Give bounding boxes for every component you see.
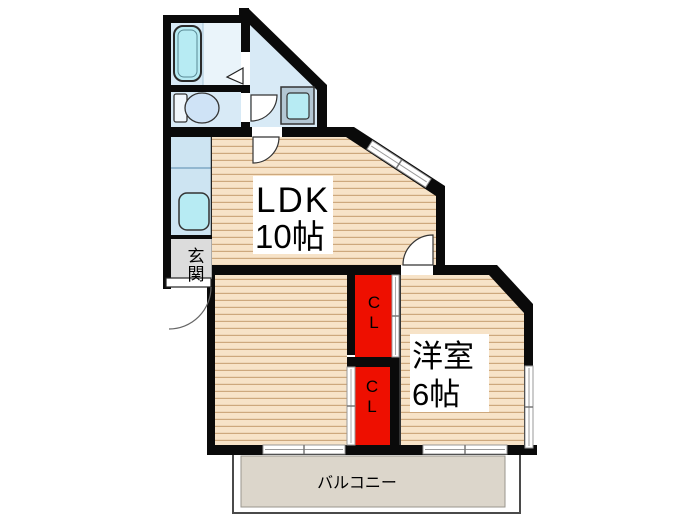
- kitchen-sink: [178, 192, 210, 231]
- opening-ldk-western: [401, 265, 433, 275]
- window-ldk-diagonal: [366, 140, 432, 188]
- wall-kitchen-entrance-divider: [171, 234, 212, 239]
- fixtures: [173, 25, 315, 231]
- wall-western-diagonal: [487, 265, 533, 314]
- entrance-door-swing: [168, 286, 212, 330]
- wall-western-left-line: [399, 275, 401, 445]
- opening-washroom-ldk: [252, 127, 282, 137]
- wall-ldk-right: [435, 186, 445, 275]
- wall-closet-upper-left: [347, 265, 355, 355]
- entrance-label-char1: 玄: [188, 247, 205, 266]
- wall-washroom-right: [317, 85, 327, 135]
- bathtub-inner-line: [177, 29, 198, 78]
- toilet: [184, 92, 220, 124]
- toilet-door: [250, 94, 278, 122]
- west-room-floor: [215, 275, 347, 445]
- closet-doors: [346, 274, 400, 446]
- wall-bottom-outer: [207, 445, 537, 455]
- opening-toilet: [241, 93, 250, 122]
- western-room-door: [402, 234, 434, 266]
- wall-diagonal-top: [239, 8, 327, 95]
- closet-upper-label-l: L: [369, 313, 378, 332]
- ldk-label-box: [253, 176, 333, 254]
- ldk-label-line2: 10帖: [255, 218, 325, 255]
- closet-upper-label-c: C: [368, 293, 380, 312]
- opening-bath: [242, 52, 250, 85]
- wall-top-outer: [163, 15, 249, 23]
- closet-lower-label-c: C: [366, 377, 378, 396]
- labels: LDK 10帖 洋室 6帖 C L C L 玄 関: [188, 176, 489, 416]
- western-label-line2: 6帖: [412, 377, 460, 412]
- wall-closet-divider: [347, 357, 399, 367]
- entrance-floor: [171, 239, 211, 279]
- closet-upper: [355, 275, 392, 357]
- closet-lower: [355, 367, 390, 445]
- entrance-label-char2: 関: [188, 265, 205, 284]
- entrance-door-leaf: [165, 277, 212, 288]
- balcony-label: バルコニー: [317, 475, 397, 492]
- wall-left-outer: [163, 15, 171, 289]
- wall-bath-toilet-divider: [170, 85, 243, 92]
- washroom-ldk-door: [252, 136, 280, 164]
- western-label-box: [410, 334, 489, 412]
- closet-lower-label-l: L: [367, 397, 376, 416]
- doors: [165, 94, 434, 330]
- window-western-room-east: [524, 365, 534, 449]
- bath-folding-door-icon: [225, 66, 244, 85]
- window-west-room-balcony: [262, 444, 346, 455]
- balcony-floor: [240, 455, 506, 508]
- balcony: バルコニー: [232, 449, 521, 514]
- western-label-line1: 洋室: [412, 339, 474, 374]
- ldk-label-line1: LDK: [256, 181, 330, 220]
- windows: [262, 140, 534, 455]
- bathtub: [173, 25, 202, 82]
- window-western-room-balcony: [422, 444, 508, 455]
- wall-west-room-left: [207, 265, 215, 455]
- wall-bath-washroom: [241, 22, 250, 52]
- washing-machine-pan-inner: [286, 92, 310, 120]
- wall-closet-lower-right: [390, 357, 399, 445]
